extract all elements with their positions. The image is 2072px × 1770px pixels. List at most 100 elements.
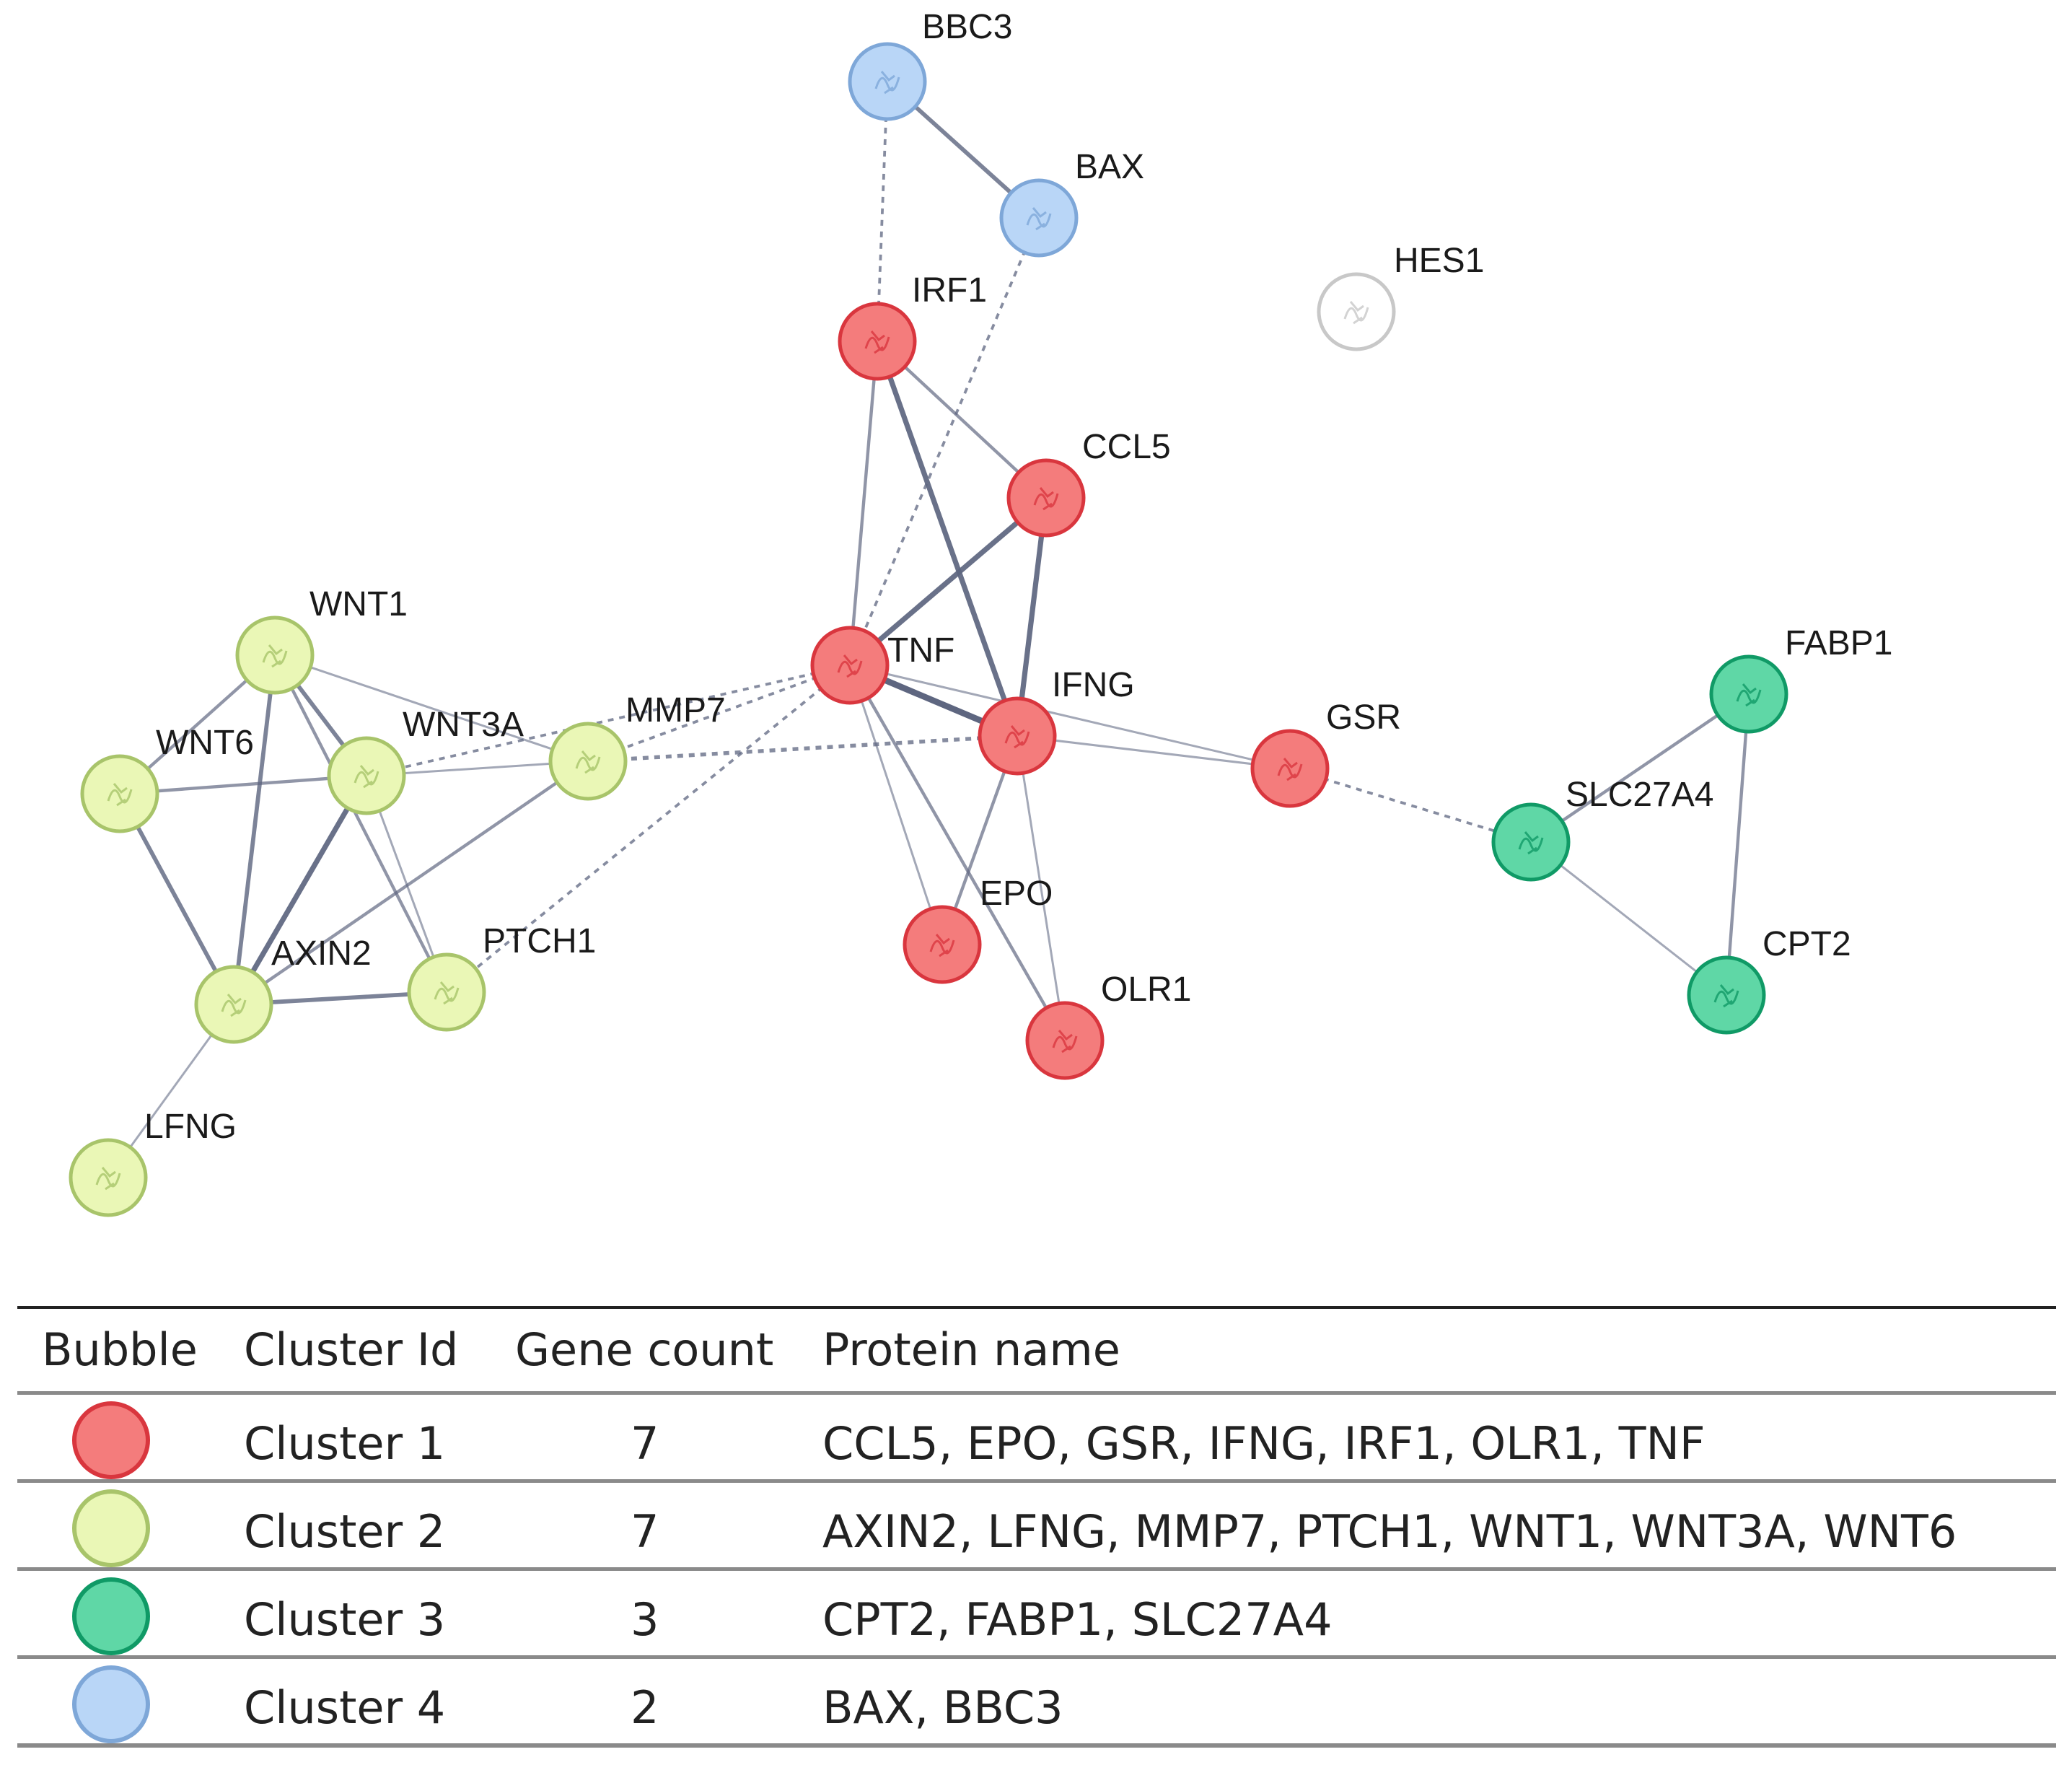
protein-structure-icon bbox=[434, 981, 460, 1005]
node-label-irf1: IRF1 bbox=[912, 271, 987, 310]
edge-wnt1-axin2 bbox=[232, 654, 277, 1005]
node-cpt2[interactable] bbox=[1687, 955, 1766, 1035]
node-label-tnf: TNF bbox=[887, 631, 954, 670]
node-bubble bbox=[1491, 802, 1571, 882]
node-label-fabp1: FABP1 bbox=[1785, 624, 1892, 662]
protein-structure-icon bbox=[864, 330, 890, 354]
node-irf1[interactable] bbox=[838, 302, 917, 381]
node-gsr[interactable] bbox=[1250, 729, 1330, 808]
cluster-2-gene-count: 7 bbox=[631, 1505, 659, 1558]
node-ptch1[interactable] bbox=[407, 952, 486, 1032]
protein-structure-icon bbox=[1052, 1030, 1078, 1053]
node-bubble bbox=[407, 952, 486, 1032]
node-epo[interactable] bbox=[903, 905, 982, 984]
edge-axin2-mmp7 bbox=[232, 760, 589, 1006]
node-bubble bbox=[1006, 458, 1086, 538]
cluster-2-id: Cluster 2 bbox=[244, 1505, 446, 1558]
cluster-3-id: Cluster 3 bbox=[244, 1593, 446, 1646]
node-lfng[interactable] bbox=[69, 1138, 148, 1217]
cluster-1-bubble bbox=[72, 1401, 150, 1479]
protein-structure-icon bbox=[107, 783, 133, 807]
protein-structure-icon bbox=[1518, 831, 1544, 855]
edge-wnt1-ptch1 bbox=[273, 654, 448, 993]
node-ifng[interactable] bbox=[978, 696, 1057, 776]
protein-structure-icon bbox=[262, 644, 288, 668]
protein-structure-icon bbox=[1033, 487, 1059, 511]
protein-structure-icon bbox=[1713, 984, 1739, 1008]
node-label-bax: BAX bbox=[1075, 148, 1144, 186]
edge-tnf-olr1 bbox=[848, 664, 1066, 1042]
cluster-4-id: Cluster 4 bbox=[244, 1681, 446, 1734]
node-label-ccl5: CCL5 bbox=[1082, 428, 1171, 466]
edge-gsr-slc27a4 bbox=[1289, 767, 1532, 844]
node-bubble bbox=[838, 302, 917, 381]
edge-irf1-tnf bbox=[848, 341, 879, 666]
node-wnt1[interactable] bbox=[235, 615, 315, 695]
node-bubble bbox=[810, 626, 890, 705]
node-fabp1[interactable] bbox=[1709, 654, 1788, 734]
node-label-gsr: GSR bbox=[1326, 698, 1401, 737]
node-label-ptch1: PTCH1 bbox=[483, 922, 596, 960]
protein-structure-icon bbox=[1736, 683, 1762, 707]
node-label-hes1: HES1 bbox=[1394, 242, 1484, 280]
edge-bax-tnf bbox=[848, 217, 1040, 666]
edge-ccl5-ifng bbox=[1014, 497, 1049, 737]
edge-irf1-ifng bbox=[874, 340, 1020, 737]
node-bubble bbox=[327, 736, 406, 815]
table-row-rule bbox=[17, 1567, 2056, 1571]
table-bottom-rule bbox=[17, 1743, 2056, 1748]
node-mmp7[interactable] bbox=[548, 722, 628, 801]
cluster-1-protein-names: CCL5, EPO, GSR, IFNG, IRF1, OLR1, TNF bbox=[822, 1417, 1706, 1470]
node-bubble bbox=[1025, 1001, 1105, 1080]
edge-ifng-gsr bbox=[1017, 735, 1291, 770]
header-cluster-id: Cluster Id bbox=[244, 1323, 459, 1376]
edge-ccl5-tnf bbox=[848, 496, 1048, 667]
edge-slc27a4-cpt2 bbox=[1530, 841, 1727, 996]
cluster-2-bubble bbox=[72, 1489, 150, 1567]
node-wnt3a[interactable] bbox=[327, 736, 406, 815]
node-bax[interactable] bbox=[999, 178, 1079, 258]
node-label-axin2: AXIN2 bbox=[271, 934, 372, 973]
header-bubble: Bubble bbox=[42, 1323, 198, 1376]
cluster-1-id: Cluster 1 bbox=[244, 1417, 446, 1470]
node-bubble bbox=[1709, 654, 1788, 734]
node-bubble bbox=[194, 965, 273, 1044]
cluster-3-protein-names: CPT2, FABP1, SLC27A4 bbox=[822, 1593, 1333, 1646]
cluster-1-gene-count: 7 bbox=[631, 1417, 659, 1470]
node-olr1[interactable] bbox=[1025, 1001, 1105, 1080]
protein-structure-icon bbox=[1026, 207, 1052, 231]
node-axin2[interactable] bbox=[194, 965, 273, 1044]
node-bubble bbox=[1250, 729, 1330, 808]
node-slc27a4[interactable] bbox=[1491, 802, 1571, 882]
protein-structure-icon bbox=[874, 71, 900, 95]
node-bubble bbox=[1317, 272, 1396, 351]
node-tnf[interactable] bbox=[810, 626, 890, 705]
cluster-4-protein-names: BAX, BBC3 bbox=[822, 1681, 1063, 1734]
protein-structure-icon bbox=[354, 765, 379, 789]
header-protein-name: Protein name bbox=[822, 1323, 1120, 1376]
table-row-rule bbox=[17, 1479, 2056, 1483]
protein-structure-icon bbox=[575, 750, 601, 774]
protein-structure-icon bbox=[95, 1167, 121, 1191]
node-wnt6[interactable] bbox=[80, 754, 159, 833]
edge-tnf-gsr bbox=[849, 664, 1291, 770]
node-label-mmp7: MMP7 bbox=[625, 691, 726, 730]
node-bbc3[interactable] bbox=[848, 42, 927, 121]
node-label-slc27a4: SLC27A4 bbox=[1566, 776, 1713, 814]
node-bubble bbox=[235, 615, 315, 695]
protein-structure-icon bbox=[929, 934, 955, 958]
table-row-rule bbox=[17, 1655, 2056, 1659]
node-bubble bbox=[978, 696, 1057, 776]
edge-wnt3a-axin2 bbox=[231, 774, 369, 1006]
node-label-lfng: LFNG bbox=[144, 1108, 237, 1146]
node-ccl5[interactable] bbox=[1006, 458, 1086, 538]
protein-structure-icon bbox=[1277, 758, 1303, 781]
protein-structure-icon bbox=[1343, 301, 1369, 325]
node-bubble bbox=[69, 1138, 148, 1217]
node-hes1[interactable] bbox=[1317, 272, 1396, 351]
node-label-wnt1: WNT1 bbox=[310, 585, 408, 623]
edge-fabp1-cpt2 bbox=[1724, 693, 1751, 996]
edge-wnt6-wnt3a bbox=[119, 774, 367, 796]
node-label-wnt3a: WNT3A bbox=[403, 706, 524, 744]
header-gene-count: Gene count bbox=[515, 1323, 774, 1376]
